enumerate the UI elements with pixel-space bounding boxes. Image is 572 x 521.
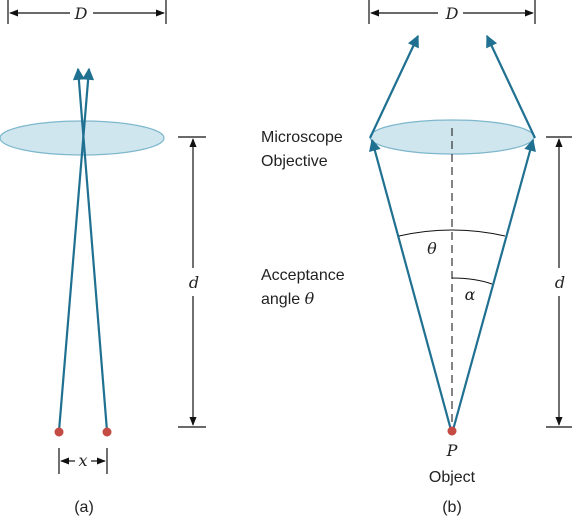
acceptance-angle-arc (398, 229, 506, 237)
alpha-label: α (465, 285, 476, 304)
acceptance-label-line1: Acceptance (261, 267, 345, 284)
separation-dimension: x (58, 448, 108, 474)
distance-dimension-b: d (546, 136, 572, 428)
objective-label-line1: Microscope (261, 129, 343, 146)
ray-b-right-lower (451, 138, 536, 431)
caption-a: (a) (74, 499, 94, 516)
acceptance-label-text: angle (261, 291, 305, 308)
panel-b: D θ α P Object Microscope Objective Acce… (261, 0, 572, 516)
ray-b-left-upper (369, 34, 419, 139)
object-point-a-right (102, 427, 112, 437)
distance-dimension-a: d (178, 136, 206, 428)
ray-a-right (72, 67, 109, 432)
ray-b-left-lower (369, 138, 453, 431)
object-label: Object (429, 469, 476, 486)
caption-b: (b) (442, 499, 462, 516)
diameter-dimension-a: D (7, 0, 167, 24)
separation-label: x (78, 451, 87, 470)
object-point-p (447, 426, 457, 436)
diameter-dimension-b: D (368, 0, 536, 24)
ray-a-left (57, 67, 95, 432)
theta-label: θ (427, 239, 437, 258)
acceptance-label-symbol: θ (305, 289, 315, 308)
objective-label-line2: Objective (261, 153, 328, 170)
acceptance-label-line2: angle θ (261, 289, 315, 308)
object-point-a-left (54, 427, 64, 437)
panel-a: D x d (a) (0, 0, 206, 516)
ray-b-right-upper (486, 34, 536, 139)
distance-label-a: d (189, 273, 199, 292)
diameter-label-b: D (445, 4, 459, 23)
distance-label-b: d (555, 273, 565, 292)
point-label: P (446, 441, 458, 460)
diameter-label-a: D (74, 4, 88, 23)
half-angle-arc (451, 277, 493, 285)
